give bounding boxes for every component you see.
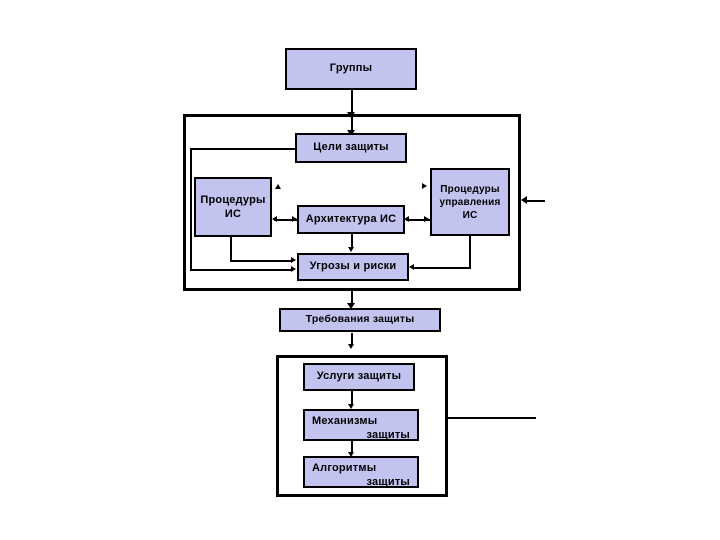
- box-security-services: Услуги защиты: [303, 363, 415, 391]
- connector-mechanisms-to-algorithms: [351, 441, 353, 453]
- arrowhead-mechanisms-to-algorithms: [348, 452, 354, 457]
- box-is-procedures-line2: ИС: [224, 208, 242, 220]
- box-security-mechanisms: Механизмы защиты: [303, 409, 419, 441]
- connector-is-procedures-to-threats: [230, 260, 292, 262]
- box-threats-risks: Угрозы и риски: [297, 253, 409, 281]
- arrowhead-services-to-mechanisms: [348, 404, 354, 409]
- box-mgmt-procedures-line3: ИС: [462, 209, 478, 221]
- security-implementation-frame: [276, 355, 448, 497]
- box-security-algorithms: Алгоритмы защиты: [303, 456, 419, 488]
- connector-frame-to-requirements: [351, 291, 353, 304]
- box-is-architecture-label: Архитектура ИС: [305, 212, 397, 225]
- box-mgmt-procedures-line1: Процедуры: [440, 183, 500, 195]
- arrowhead-is-procedures-up: [275, 184, 281, 189]
- box-security-goals: Цели защиты: [295, 133, 407, 163]
- connector-requirements-to-lower-frame: [351, 333, 353, 345]
- connector-external-into-frame: [527, 200, 545, 202]
- box-security-requirements: Требования защиты: [279, 308, 441, 332]
- arrowhead-to-requirements: [347, 303, 355, 309]
- connector-lower-frame-external: [446, 417, 536, 419]
- arrowhead-arch-to-threats: [348, 247, 354, 252]
- arrowhead-is-procedures-to-arch: [292, 216, 297, 222]
- security-analysis-frame: [183, 114, 521, 291]
- box-threats-risks-label: Угрозы и риски: [309, 260, 397, 273]
- connector-goals-down: [190, 148, 192, 269]
- connector-groups-to-frame: [351, 90, 353, 112]
- arrowhead-to-lower-frame: [348, 344, 354, 349]
- box-is-procedures-line1: Процедуры: [200, 193, 266, 206]
- connector-is-procedures-down: [230, 237, 232, 260]
- connector-arch-mgmt-procedures: [406, 219, 430, 221]
- arrowhead-external-into-frame: [521, 196, 527, 204]
- box-security-services-label: Услуги защиты: [316, 370, 402, 383]
- connector-mgmt-down: [469, 236, 471, 267]
- connector-goals-left: [190, 148, 296, 150]
- connector-services-to-mechanisms: [351, 391, 353, 405]
- arrowhead-is-procedures-to-threats: [291, 257, 296, 263]
- connector-arch-to-threats: [351, 234, 353, 247]
- arrowhead-mgmt-to-arch: [424, 216, 429, 222]
- connector-goals-to-threats: [190, 269, 292, 271]
- arrowhead-mgmt-to-threats: [409, 264, 414, 270]
- box-security-requirements-label: Требования защиты: [305, 313, 415, 326]
- box-mgmt-procedures: Процедуры управления ИС: [430, 168, 510, 236]
- box-groups-label: Группы: [329, 62, 373, 75]
- box-security-algorithms-line2: защиты: [366, 475, 410, 488]
- connector-arch-is-procedures: [274, 219, 298, 221]
- box-is-procedures: Процедуры ИС: [194, 177, 272, 237]
- connector-frame-to-goals: [351, 117, 353, 132]
- box-groups: Группы: [285, 48, 417, 90]
- arrowhead-goals-to-threats: [291, 266, 296, 272]
- box-security-goals-label: Цели защиты: [313, 141, 389, 154]
- connector-mgmt-to-threats: [414, 267, 471, 269]
- box-is-architecture: Архитектура ИС: [297, 205, 405, 234]
- box-security-mechanisms-line2: защиты: [366, 428, 410, 441]
- box-security-mechanisms-line1: Механизмы: [312, 415, 378, 427]
- arrowhead-arch-to-mgmt: [404, 216, 409, 222]
- box-security-algorithms-line1: Алгоритмы: [312, 462, 377, 474]
- arrowhead-arch-to-is-procedures: [272, 216, 277, 222]
- box-mgmt-procedures-line2: управления: [439, 196, 501, 208]
- arrowhead-into-mgmt-procedures: [422, 183, 427, 189]
